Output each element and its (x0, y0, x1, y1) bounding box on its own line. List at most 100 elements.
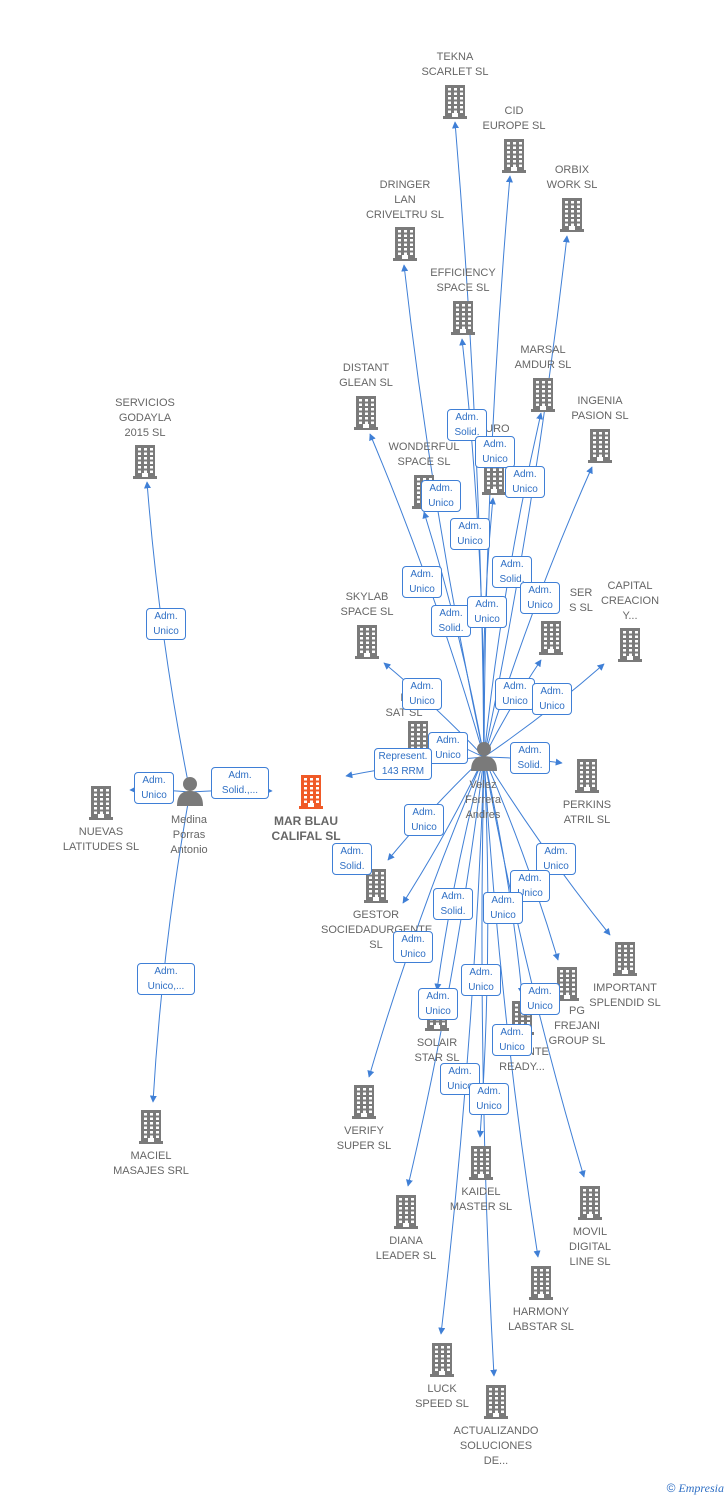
edge-label-kaidel[interactable]: Adm. Unico (461, 964, 501, 996)
building-icon-maciel[interactable] (139, 1110, 163, 1144)
edge-label-m-marblau[interactable]: Adm. Solid.,... (211, 767, 269, 799)
edge-line-movil (483, 756, 586, 1178)
company-label-efficiency[interactable]: EFFICIENCY SPACE SL (430, 267, 496, 294)
edge-label-marblau[interactable]: Represent. 143 RRM (374, 748, 432, 780)
edge-line-sociedad (483, 756, 525, 995)
company-label-maciel[interactable]: MACIEL MASAJES SRL (113, 1150, 189, 1177)
building-icon-pg[interactable] (555, 967, 579, 1001)
company-label-important[interactable]: IMPORTANT SPLENDID SL (589, 982, 661, 1009)
edge-label-m-servicios[interactable]: Adm. Unico (146, 608, 186, 640)
edge-line-luck (438, 756, 485, 1335)
building-icon-luck[interactable] (430, 1343, 454, 1377)
building-icon-ser[interactable] (539, 621, 563, 655)
person-icon-velez[interactable] (471, 742, 497, 771)
building-icon-actualizando[interactable] (484, 1385, 508, 1419)
building-icon-capital[interactable] (618, 628, 642, 662)
edge-label-skylab[interactable]: Adm. Unico (402, 678, 442, 710)
edge-label-verify[interactable]: Adm. Unico (393, 931, 433, 963)
company-label-perkins[interactable]: PERKINS ATRIL SL (562, 799, 612, 826)
building-icon-dringer[interactable] (393, 227, 417, 261)
company-label-tekna[interactable]: TEKNA SCARLET SL (421, 51, 489, 78)
edge-label-gestor-a[interactable]: Adm. Unico (404, 804, 444, 836)
edge-label-distant[interactable]: Adm. Unico (402, 566, 442, 598)
brand-logo[interactable]: Empresia (678, 1481, 724, 1495)
company-label-skylab[interactable]: SKYLAB SPACE SL (340, 591, 394, 618)
edge-label-gestor-b[interactable]: Adm. Solid. (433, 888, 473, 920)
company-label-dringer[interactable]: DRINGER LAN CRIVELTRU SL (365, 179, 445, 221)
edge-label-marsal[interactable]: Adm. Solid. (492, 556, 532, 588)
edge-label-ingenia[interactable]: Adm. Unico (520, 582, 560, 614)
company-label-marsal[interactable]: MARSAL AMDUR SL (514, 344, 572, 371)
company-label-ingenia[interactable]: INGENIA PASION SL (571, 395, 629, 422)
company-label-diana[interactable]: DIANA LEADER SL (375, 1235, 437, 1262)
company-label-orbix[interactable]: ORBIX WORK SL (546, 164, 598, 191)
edge-label-actualizando[interactable]: Adm. Unico (469, 1083, 509, 1115)
edge-label-futuro[interactable]: Adm. Unico (467, 596, 507, 628)
edge-label-movil[interactable]: Adm. Unico (520, 983, 560, 1015)
edge-label-wonderful[interactable]: Adm. Solid. (431, 605, 471, 637)
building-icon-efficiency[interactable] (451, 301, 475, 335)
edge-label-important[interactable]: Adm. Unico (536, 843, 576, 875)
edge-label-el[interactable]: Adm. Unico (428, 732, 468, 764)
company-label-capital[interactable]: CAPITAL CREACION Y... (600, 580, 660, 622)
building-icon-diana[interactable] (394, 1195, 418, 1229)
edge-line-solair (434, 756, 485, 991)
company-label-cid[interactable]: CID EUROPE SL (482, 105, 546, 132)
edge-label-diana[interactable]: Adm. Unico (418, 988, 458, 1020)
edge-line-m-maciel (149, 791, 191, 1103)
building-icon-tekna[interactable] (443, 85, 467, 119)
building-icon-orbix[interactable] (560, 198, 584, 232)
copyright-symbol: © (666, 1481, 676, 1495)
edge-label-efficiency[interactable]: Adm. Unico (450, 518, 490, 550)
edge-label-ser[interactable]: Adm. Unico (495, 678, 535, 710)
company-label-distant[interactable]: DISTANT GLEAN SL (339, 362, 393, 389)
company-label-marblau[interactable]: MAR BLAU CALIFAL SL (271, 814, 341, 843)
edge-line-verify (367, 756, 485, 1078)
edge-label-sociedad[interactable]: Adm. Unico (483, 892, 523, 924)
edge-label-m-nuevas[interactable]: Adm. Unico (134, 772, 174, 804)
person-icon-medina[interactable] (177, 777, 203, 806)
edge-label-orbix[interactable]: Adm. Unico (505, 466, 545, 498)
company-label-actualizando[interactable]: ACTUALIZANDO SOLUCIONES DE... (453, 1425, 539, 1467)
building-icon-distant[interactable] (354, 396, 378, 430)
edge-label-tekna[interactable]: Adm. Solid. (447, 409, 487, 441)
building-icon-kaidel[interactable] (469, 1146, 493, 1180)
building-icon-perkins[interactable] (575, 759, 599, 793)
company-label-movil[interactable]: MOVIL DIGITAL LINE SL (569, 1226, 611, 1268)
edge-label-perkins[interactable]: Adm. Solid. (510, 742, 550, 774)
company-label-kaidel[interactable]: KAIDEL MASTER SL (449, 1186, 513, 1213)
building-icon-skylab[interactable] (355, 625, 379, 659)
edge-line-pg (483, 756, 560, 961)
company-label-harmony[interactable]: HARMONY LABSTAR SL (508, 1306, 574, 1333)
edge-label-capital[interactable]: Adm. Unico (532, 683, 572, 715)
company-label-solair[interactable]: SOLAIR STAR SL (414, 1037, 460, 1064)
company-label-pg[interactable]: PG FREJANI GROUP SL (548, 1005, 606, 1047)
company-label-luck[interactable]: LUCK SPEED SL (415, 1383, 469, 1410)
person-label-velez[interactable]: Velez Ferrera Andres (464, 779, 502, 821)
building-icon-marsal[interactable] (531, 378, 555, 412)
building-icon-gestor[interactable] (364, 869, 388, 903)
building-icon-ingenia[interactable] (588, 429, 612, 463)
building-icon-servicios[interactable] (133, 445, 157, 479)
edge-label-harmony[interactable]: Adm. Unico (492, 1024, 532, 1056)
company-label-ser[interactable]: SER S SL (569, 587, 593, 614)
building-icon-harmony[interactable] (529, 1266, 553, 1300)
edge-line-harmony (483, 756, 541, 1258)
company-label-wonderful[interactable]: WONDERFUL SPACE SL (388, 441, 460, 468)
building-icon-verify[interactable] (352, 1085, 376, 1119)
building-icon-nuevas[interactable] (89, 786, 113, 820)
edge-label-m-maciel[interactable]: Adm. Unico,... (137, 963, 195, 995)
company-label-servicios[interactable]: SERVICIOS GODAYLA 2015 SL (115, 397, 175, 439)
edge-label-cid[interactable]: Adm. Unico (475, 436, 515, 468)
building-icon-movil[interactable] (578, 1186, 602, 1220)
person-label-medina[interactable]: Medina Porras Antonio (170, 814, 208, 856)
edge-label-solair[interactable]: Adm. Solid. (332, 843, 372, 875)
edge-label-dringer[interactable]: Adm. Unico (421, 480, 461, 512)
company-label-verify[interactable]: VERIFY SUPER SL (336, 1125, 392, 1152)
company-label-nuevas[interactable]: NUEVAS LATITUDES SL (62, 826, 140, 853)
building-icon-important[interactable] (613, 942, 637, 976)
edge-line-actualizando (481, 756, 498, 1377)
building-icon-marblau[interactable] (299, 775, 323, 809)
building-icon-cid[interactable] (502, 139, 526, 173)
